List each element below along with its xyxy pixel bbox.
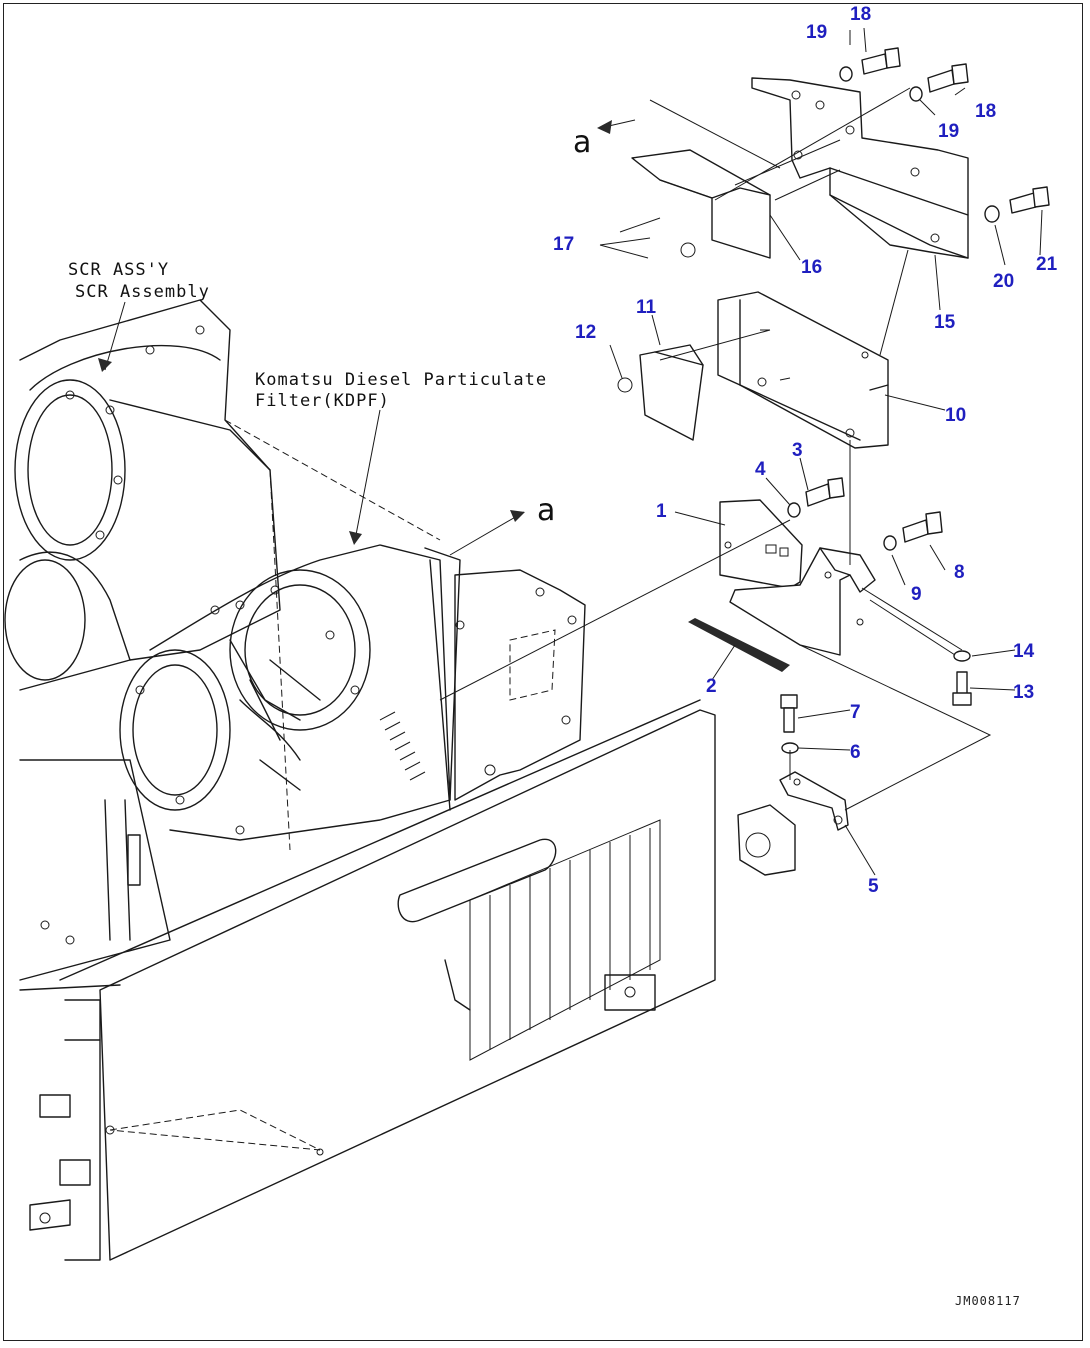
part-number-19: 19 [806, 22, 827, 43]
part-cover-9-bracket [729, 547, 876, 656]
kdpf-label-line1: Komatsu Diesel Particulate [255, 370, 547, 390]
part-cover-15-bracket [751, 77, 969, 259]
part-number-18: 18 [975, 101, 996, 122]
view-a-label-mid: a [537, 493, 555, 528]
part-number-10: 10 [945, 405, 966, 426]
part-number-9: 9 [911, 584, 922, 605]
part-number-17: 17 [553, 234, 574, 255]
part-number-1: 1 [656, 501, 667, 522]
part-number-15: 15 [934, 312, 956, 333]
scr-label-line1: SCR ASS'Y [68, 260, 169, 280]
kdpf-label-line2: Filter(KDPF) [255, 391, 390, 411]
assembly-labels: SCR ASS'Y SCR Assembly Komatsu Diesel Pa… [68, 125, 1021, 1308]
fasteners [780, 47, 1050, 754]
part-strip-2 [688, 618, 790, 672]
part-cover-16 [631, 149, 771, 259]
part-number-12: 12 [575, 322, 596, 343]
view-a-arrows [98, 120, 612, 545]
part-cover-10 [717, 291, 889, 449]
drawing-reference: JM008117 [955, 1294, 1021, 1308]
part-number-19: 19 [938, 121, 959, 142]
part-bracket-5 [737, 771, 849, 876]
part-cover-1 [719, 499, 803, 589]
machine-body [4, 299, 716, 1261]
scr-label-line2: SCR Assembly [75, 282, 210, 302]
part-number-18: 18 [850, 4, 871, 25]
part-number-labels: 18 19 18 19 17 16 20 21 11 12 15 10 3 4 … [553, 4, 1058, 897]
leader-lines [104, 27, 1043, 876]
part-number-8: 8 [954, 562, 965, 583]
part-number-11: 11 [636, 297, 657, 318]
part-number-20: 20 [993, 271, 1014, 292]
part-number-16: 16 [801, 257, 822, 278]
view-a-label-top: a [573, 125, 591, 160]
part-number-2: 2 [706, 676, 717, 697]
part-cover-11 [617, 344, 704, 441]
part-number-7: 7 [850, 702, 861, 723]
part-number-6: 6 [850, 742, 861, 763]
part-number-13: 13 [1013, 682, 1034, 703]
part-number-14: 14 [1013, 641, 1035, 662]
part-number-3: 3 [792, 440, 803, 461]
part-number-5: 5 [868, 876, 879, 897]
part-number-21: 21 [1036, 254, 1058, 275]
part-number-4: 4 [755, 459, 766, 480]
